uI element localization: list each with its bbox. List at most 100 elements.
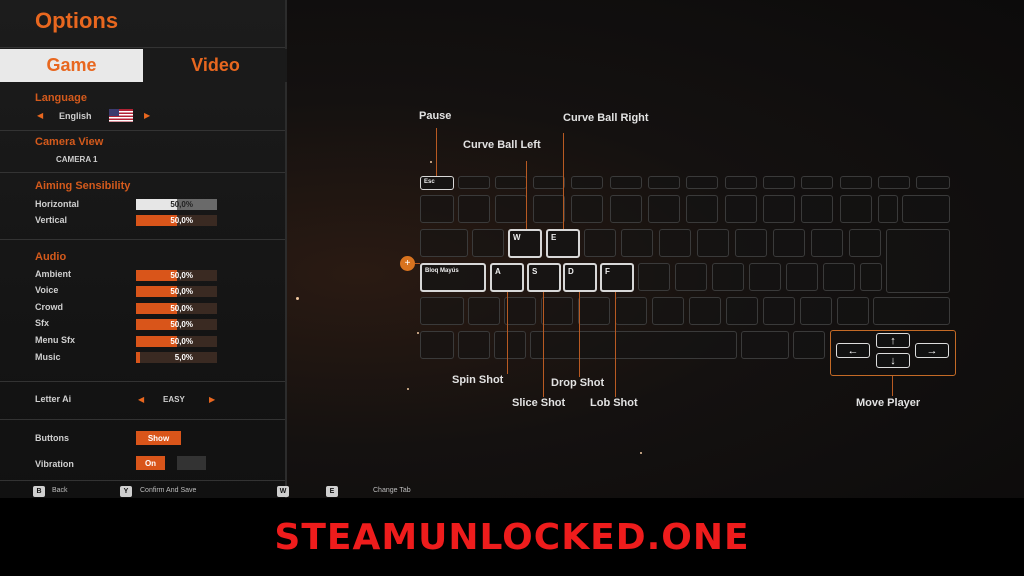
aiming-heading: Aiming Sensibility — [35, 180, 131, 192]
divider — [0, 130, 285, 131]
spark — [407, 388, 409, 390]
key-space — [530, 331, 737, 359]
key — [458, 176, 490, 189]
key — [823, 263, 855, 291]
key — [584, 229, 616, 257]
key — [686, 176, 718, 189]
key — [659, 229, 691, 257]
slider-value: 50,0% — [170, 271, 193, 280]
lob-shot-label: Lob Shot — [590, 397, 638, 409]
connector — [526, 161, 527, 229]
spark — [640, 452, 642, 454]
connector — [436, 128, 437, 176]
key-w: W — [508, 229, 542, 258]
vibration-label: Vibration — [35, 459, 74, 469]
vibration-on-button[interactable]: On — [136, 456, 165, 470]
e-key-icon: E — [326, 486, 338, 497]
key-f: F — [600, 263, 634, 292]
key — [811, 229, 843, 257]
confirm-key-icon: Y — [120, 486, 132, 497]
key — [652, 297, 684, 325]
vibration-off-button[interactable] — [177, 456, 206, 470]
connector — [543, 292, 544, 397]
language-value: English — [59, 111, 92, 121]
drop-shot-label: Drop Shot — [551, 377, 605, 389]
camera-value[interactable]: CAMERA 1 — [56, 155, 98, 164]
audio-heading: Audio — [35, 251, 67, 263]
vertical-slider[interactable]: 50,0% — [136, 215, 217, 226]
crowd-slider[interactable]: 50,0% — [136, 303, 217, 314]
divider — [0, 172, 285, 173]
letter-ai-label: Letter Ai — [35, 394, 72, 404]
ambient-label: Ambient — [35, 269, 71, 279]
change-tab-hint[interactable]: Change Tab — [373, 487, 411, 494]
connector — [563, 133, 564, 229]
music-label: Music — [35, 352, 61, 362]
slider-fill — [136, 286, 177, 297]
divider — [0, 480, 285, 481]
key — [648, 195, 680, 223]
tab-video[interactable]: Video — [144, 49, 287, 82]
voice-slider[interactable]: 50,0% — [136, 286, 217, 297]
key — [749, 263, 781, 291]
music-slider[interactable]: 5,0% — [136, 352, 217, 363]
key — [712, 263, 744, 291]
key — [735, 229, 767, 257]
horizontal-slider[interactable]: 50,0% — [136, 199, 217, 210]
options-sidebar: Options Game Video Language ◀ English ▶ … — [0, 0, 287, 498]
curve-ball-left-label: Curve Ball Left — [463, 139, 541, 151]
spark — [430, 161, 432, 163]
connector — [615, 292, 616, 397]
divider — [0, 239, 285, 240]
key — [800, 297, 832, 325]
letter-ai-next-icon[interactable]: ▶ — [209, 395, 216, 404]
key — [495, 195, 527, 223]
key-enter — [886, 229, 950, 293]
back-hint[interactable]: Back — [52, 487, 68, 494]
key-shift-right — [873, 297, 950, 325]
key — [504, 297, 536, 325]
letter-ai-prev-icon[interactable]: ◀ — [138, 395, 145, 404]
menu-sfx-slider[interactable]: 50,0% — [136, 336, 217, 347]
buttons-show-toggle[interactable]: Show — [136, 431, 181, 445]
connector — [507, 292, 508, 374]
language-next-icon[interactable]: ▶ — [144, 111, 151, 120]
slider-fill — [136, 270, 177, 281]
slider-fill — [136, 215, 177, 226]
key-e: E — [546, 229, 580, 258]
divider — [0, 381, 285, 382]
key — [533, 176, 565, 189]
key — [837, 297, 869, 325]
crowd-label: Crowd — [35, 302, 63, 312]
slider-fill — [136, 319, 177, 330]
plus-marker-icon: + — [400, 256, 415, 271]
arrow-keys-group — [830, 330, 956, 376]
key — [472, 229, 504, 257]
key-tab — [420, 229, 468, 257]
key — [697, 229, 729, 257]
key — [610, 176, 642, 189]
key — [615, 297, 647, 325]
key-ctrl-left — [420, 331, 454, 359]
page-title: Options — [35, 8, 119, 33]
key — [840, 176, 872, 189]
key-a: A — [490, 263, 524, 292]
key-backspace — [902, 195, 950, 223]
ambient-slider[interactable]: 50,0% — [136, 270, 217, 281]
move-player-label: Move Player — [856, 397, 921, 409]
key — [541, 297, 573, 325]
language-prev-icon[interactable]: ◀ — [37, 111, 44, 120]
slider-value: 50,0% — [170, 287, 193, 296]
tab-game[interactable]: Game — [0, 49, 143, 82]
slider-value: 50,0% — [170, 216, 193, 225]
key — [571, 195, 603, 223]
horizontal-label: Horizontal — [35, 199, 79, 209]
sfx-slider[interactable]: 50,0% — [136, 319, 217, 330]
key — [458, 331, 490, 359]
key — [533, 195, 565, 223]
buttons-label: Buttons — [35, 433, 69, 443]
us-flag-icon — [109, 109, 133, 122]
confirm-hint[interactable]: Confirm And Save — [140, 487, 197, 494]
key-alt-gr — [741, 331, 789, 359]
connector — [579, 292, 580, 377]
